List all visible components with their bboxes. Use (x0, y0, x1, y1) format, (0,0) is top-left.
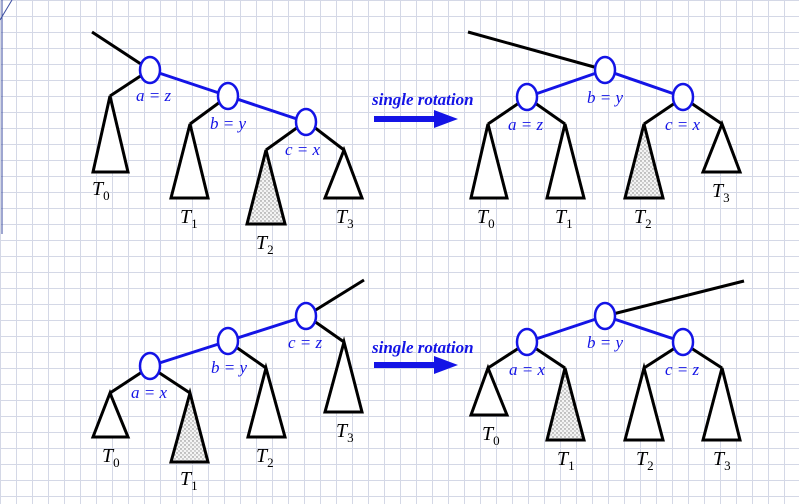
bottom-rotation-arrow: single rotation (371, 338, 474, 374)
edge-a-b (149, 68, 229, 98)
node-b-label: b = y (587, 88, 623, 107)
subtree-t3 (701, 367, 742, 442)
node-c-label: c = z (288, 333, 323, 352)
slide-corner-curve (0, 0, 13, 21)
node-c-label: c = x (665, 115, 701, 134)
subtree-t3 (700, 119, 743, 174)
subtree-t2 (623, 362, 665, 442)
node-a-label: a = x (509, 360, 545, 379)
edge-a-t0 (109, 73, 143, 98)
node-c (294, 107, 318, 137)
edge-c-t2 (643, 101, 676, 126)
edge-a-t1 (157, 370, 191, 395)
arrow-right-icon (374, 110, 458, 128)
node-b-label: b = y (210, 114, 246, 133)
edge-c-t3 (690, 101, 723, 126)
edge-a-t1 (534, 101, 566, 126)
edge-b-t2 (235, 345, 267, 370)
subtree-t0-label: T0 (482, 423, 500, 448)
arrow-right-icon (374, 356, 458, 374)
node-a-label: a = x (131, 383, 167, 402)
edge-a-t0 (487, 101, 520, 126)
subtree-t2-label: T2 (256, 232, 274, 257)
subtree-t1 (169, 123, 210, 200)
node-b-label: b = y (211, 358, 247, 377)
subtree-t2 (246, 362, 287, 439)
arrow-label: single rotation (371, 338, 474, 357)
edge-b-c (604, 68, 684, 99)
node-b (593, 55, 617, 85)
subtree-t3-label: T3 (712, 180, 730, 205)
edge-a-t1 (534, 346, 566, 370)
subtree-t1-label: T1 (180, 468, 198, 493)
bottom-left-tree: a = x b = y c = z T0 T1 T2 T3 (90, 278, 365, 493)
top-left-tree: a = z b = y c = x T0 T1 T2 T3 (91, 30, 365, 257)
subtree-t3 (322, 145, 365, 200)
node-b-label: b = y (587, 333, 623, 352)
subtree-t0-label: T0 (92, 178, 110, 203)
node-a (515, 82, 539, 112)
subtree-t2-label: T2 (634, 206, 652, 231)
subtree-t0-label: T0 (102, 445, 120, 470)
node-b (593, 301, 617, 331)
edge-c-t3 (313, 319, 345, 344)
subtree-t3-label: T3 (713, 448, 731, 473)
subtree-t2 (245, 149, 287, 226)
node-b (216, 81, 240, 111)
subtree-t0 (468, 363, 510, 417)
subtree-t0 (469, 123, 509, 200)
edge-b-a (526, 314, 606, 344)
subtree-t1-label: T1 (557, 448, 575, 473)
edge-c-t2 (643, 346, 676, 370)
parent-edge (467, 30, 606, 72)
edge-b-c (227, 314, 307, 343)
edge-c-t3 (690, 346, 723, 370)
subtree-t1 (169, 387, 210, 464)
subtree-t0 (91, 95, 130, 174)
node-b (216, 326, 240, 356)
subtree-t2-label: T2 (636, 448, 654, 473)
subtree-t3-label: T3 (336, 420, 354, 445)
node-a (138, 351, 162, 381)
subtree-t2 (623, 123, 665, 200)
edge-a-t0 (109, 370, 143, 395)
node-c-label: c = z (665, 360, 700, 379)
edge-a-b (149, 339, 229, 368)
edge-b-a (526, 68, 606, 99)
top-rotation-arrow: single rotation (371, 90, 474, 128)
node-c-label: c = x (285, 140, 321, 159)
subtree-t1 (545, 367, 586, 442)
node-a-label: a = z (136, 86, 171, 105)
edge-b-c (604, 314, 684, 344)
subtree-t1-label: T1 (180, 206, 198, 231)
subtree-t0 (90, 388, 131, 439)
node-c (671, 327, 695, 357)
arrow-label: single rotation (371, 90, 474, 109)
parent-edge (604, 279, 745, 318)
subtree-t2-label: T2 (256, 445, 274, 470)
node-a-label: a = z (508, 115, 543, 134)
node-a (138, 55, 162, 85)
edge-b-t1 (189, 100, 221, 126)
edge-c-t3 (313, 125, 345, 152)
top-right-tree: a = z b = y c = x T0 T1 T2 T3 (467, 30, 743, 231)
subtree-t3 (323, 336, 364, 414)
subtree-t3-label: T3 (336, 206, 354, 231)
subtree-t0-label: T0 (477, 206, 495, 231)
subtree-t1 (545, 123, 586, 200)
node-c (671, 82, 695, 112)
subtree-t1-label: T1 (555, 206, 573, 231)
node-a (515, 327, 539, 357)
edge-c-t2 (265, 125, 299, 152)
edge-a-t0 (487, 346, 520, 370)
bottom-right-tree: a = x b = y c = z T0 T1 T2 T3 (468, 279, 745, 473)
node-c (294, 301, 318, 331)
edge-b-c (227, 94, 307, 124)
